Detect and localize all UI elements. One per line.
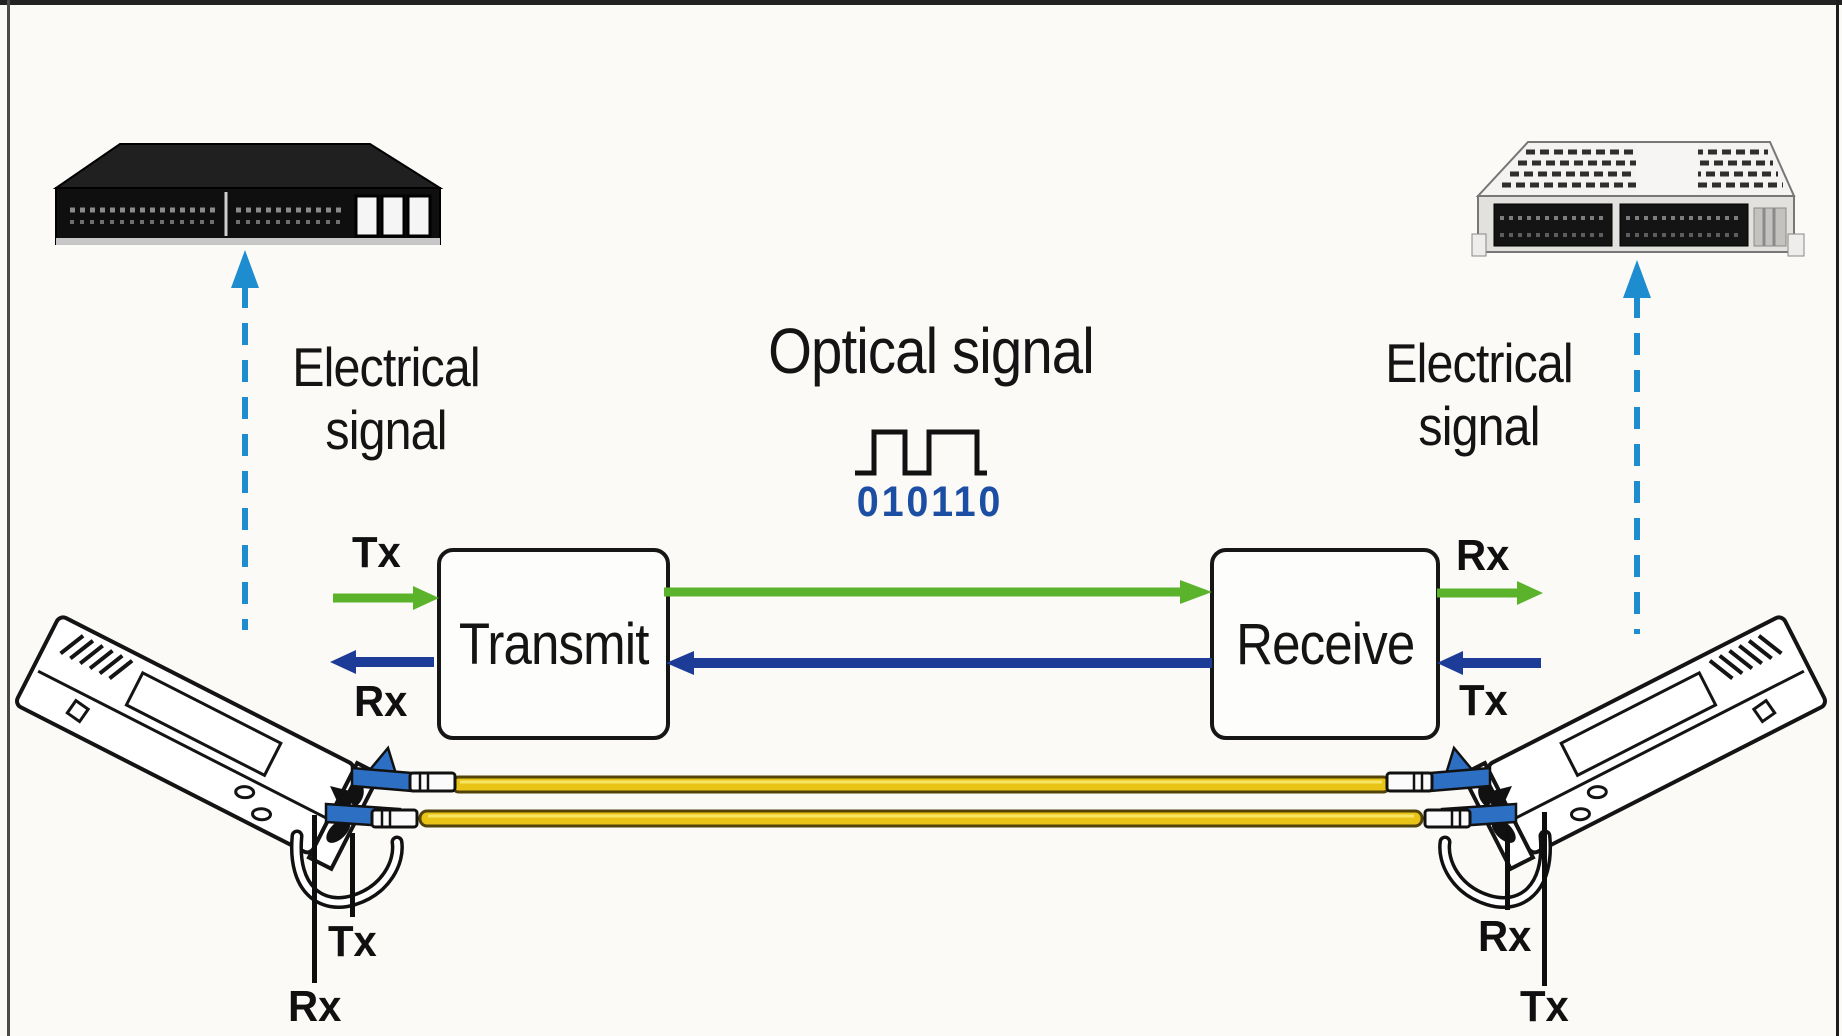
sfp-and-fiber-art: [15, 560, 1842, 1036]
frame-top-border: [0, 0, 1842, 5]
flow-label-left-tx: Tx: [352, 528, 401, 577]
flow-label-right-tx: Tx: [1459, 676, 1508, 725]
optical-forward-arrow-icon: [664, 580, 1212, 604]
receive-box: Receive: [1210, 548, 1440, 740]
network-switch-icon: [52, 143, 444, 245]
tx-arrow-into-transmit-icon: [333, 586, 439, 610]
sfp-module-left: [15, 615, 457, 909]
rx-arrow-out-of-transmit-icon: [330, 650, 434, 674]
tx-arrow-into-receive-icon: [1437, 651, 1541, 675]
binary-sequence: 010110: [856, 478, 1004, 526]
sfp-module-right: [1387, 612, 1829, 902]
leader-right-tx: [1542, 812, 1547, 986]
frame-right-border: [1836, 0, 1839, 1036]
receive-box-label: Receive: [1235, 611, 1415, 677]
optical-signal-label: Optical signal: [768, 315, 1095, 387]
transmit-box-label: Transmit: [458, 611, 649, 677]
transmit-box: Transmit: [437, 548, 670, 740]
sfp-label-left-tx: Tx: [328, 917, 377, 966]
electrical-left-line1: Electrical: [292, 336, 480, 398]
electrical-signal-right-label: Electrical signal: [1338, 332, 1620, 458]
rx-arrow-out-of-receive-icon: [1437, 581, 1543, 605]
electrical-signal-left-label: Electrical signal: [245, 336, 527, 462]
line-card-icon: [1471, 141, 1805, 257]
lc-connector-upper: [350, 766, 414, 793]
flow-label-right-rx: Rx: [1456, 531, 1510, 580]
flow-label-left-rx: Rx: [354, 677, 408, 726]
electrical-left-line2: signal: [325, 399, 447, 461]
leader-left-rx: [312, 815, 317, 983]
electrical-arrow-left-icon: [231, 250, 259, 630]
leader-left-tx: [350, 833, 355, 917]
sfp-label-left-rx: Rx: [288, 982, 342, 1031]
electrical-right-line2: signal: [1418, 395, 1540, 457]
electrical-right-line1: Electrical: [1385, 332, 1573, 394]
square-wave-icon: [855, 429, 987, 476]
leader-right-rx: [1505, 830, 1510, 910]
fiber-cables: [418, 775, 1424, 828]
optical-return-arrow-icon: [666, 651, 1212, 675]
sfp-label-right-tx: Tx: [1520, 982, 1569, 1031]
electrical-arrow-right-icon: [1623, 260, 1651, 634]
sfp-label-right-rx: Rx: [1478, 912, 1532, 961]
frame-left-border: [7, 0, 10, 1036]
